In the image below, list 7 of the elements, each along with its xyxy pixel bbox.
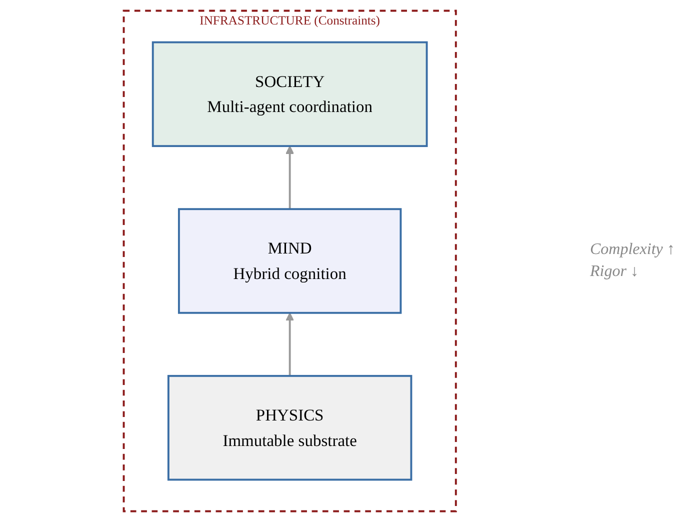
node-box: MIND Hybrid cognition	[178, 208, 402, 314]
axis-note: Complexity ↑	[590, 240, 675, 260]
arrow	[286, 146, 294, 210]
node-box: PHYSICS Immutable substrate	[168, 374, 412, 481]
node-box: SOCIETY Multi-agent coordination	[152, 41, 428, 148]
arrow	[286, 312, 294, 376]
axis-note: Rigor ↓	[590, 262, 640, 282]
